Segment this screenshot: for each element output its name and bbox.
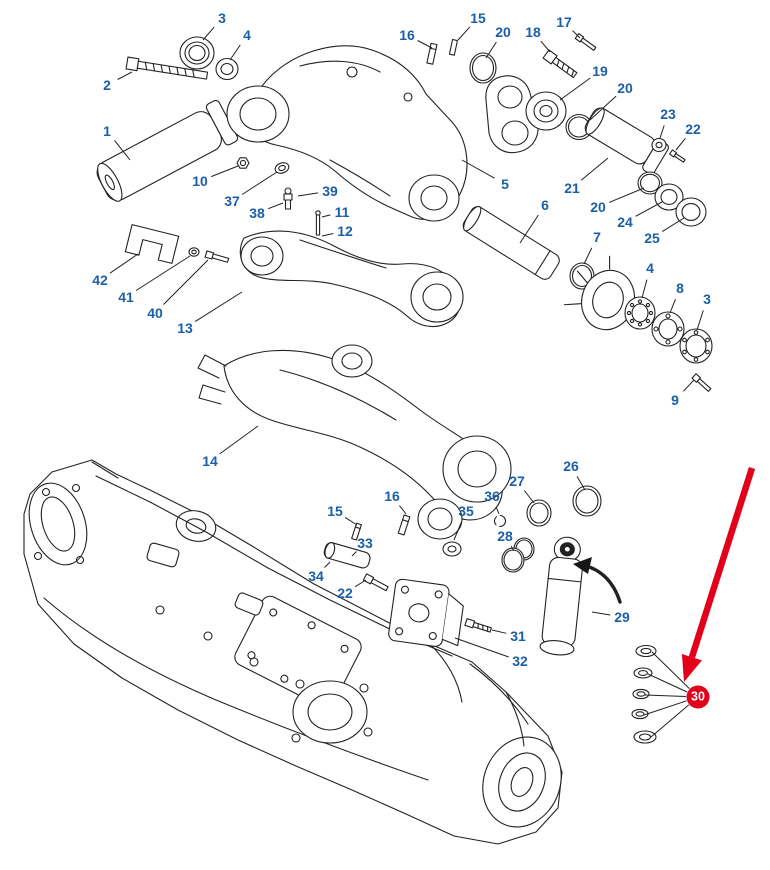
part-callout-38[interactable]: 38 xyxy=(249,205,265,221)
part-22-screw-drawing xyxy=(669,149,686,163)
part-15-roll-pin-lower-drawing xyxy=(351,522,362,541)
part-14-arm-drawing xyxy=(197,344,512,540)
part-27-ring-drawing xyxy=(526,499,552,527)
part-callout-26[interactable]: 26 xyxy=(563,458,579,474)
part-callout-21[interactable]: 21 xyxy=(564,180,580,196)
part-callout-32[interactable]: 32 xyxy=(512,653,528,669)
part-callout-24[interactable]: 24 xyxy=(617,214,633,230)
part-18-bolt-drawing xyxy=(542,49,578,79)
part-callout-25[interactable]: 25 xyxy=(644,230,660,246)
part-23-washer-drawing xyxy=(651,137,667,153)
part-19-bearing-drawing xyxy=(525,91,567,131)
part-2-bolt-drawing xyxy=(125,56,209,80)
part-callout-11[interactable]: 11 xyxy=(334,204,350,220)
part-callout-16[interactable]: 16 xyxy=(399,27,415,43)
part-37-plug-drawing xyxy=(274,162,290,174)
part-callout-27[interactable]: 27 xyxy=(509,473,525,489)
part-16-roll-pin-lower-drawing xyxy=(397,514,411,536)
part-callout-13[interactable]: 13 xyxy=(177,320,193,336)
part-10-nut-drawing xyxy=(236,157,250,169)
part-callout-33[interactable]: 33 xyxy=(357,535,373,551)
part-callout-4[interactable]: 4 xyxy=(243,27,251,43)
part-callout-20[interactable]: 20 xyxy=(495,24,511,40)
part-13-arm-drawing xyxy=(239,230,464,328)
part-callout-7[interactable]: 7 xyxy=(593,229,601,245)
part-callout-5[interactable]: 5 xyxy=(501,176,509,192)
part-callout-9[interactable]: 9 xyxy=(671,392,679,408)
part-36-clip-drawing xyxy=(493,514,507,528)
part-16-roll-pin-drawing xyxy=(426,42,438,65)
part-callout-15[interactable]: 15 xyxy=(470,10,486,26)
part-3-seal-drawing xyxy=(179,36,215,70)
part-15-roll-pin-drawing xyxy=(448,38,458,56)
part-callout-6[interactable]: 6 xyxy=(541,197,549,213)
part-callout-2[interactable]: 2 xyxy=(103,77,111,93)
part-callout-15[interactable]: 15 xyxy=(327,503,343,519)
part-callout-16[interactable]: 16 xyxy=(384,488,400,504)
highlighted-part-callout-30[interactable]: 30 xyxy=(686,685,710,709)
part-callout-17[interactable]: 17 xyxy=(556,14,572,30)
part-29-cylinder-drawing xyxy=(539,536,583,656)
part-callout-20[interactable]: 20 xyxy=(617,80,633,96)
part-callout-36[interactable]: 36 xyxy=(484,488,500,504)
part-3-cover-drawing xyxy=(679,328,713,364)
part-33-34-pin-drawing xyxy=(323,542,371,569)
part-4-bearing-drawing xyxy=(624,296,656,330)
part-callout-28[interactable]: 28 xyxy=(497,528,513,544)
part-callout-35[interactable]: 35 xyxy=(458,503,474,519)
part-callout-29[interactable]: 29 xyxy=(614,609,630,625)
part-callout-3[interactable]: 3 xyxy=(218,10,226,26)
part-callout-34[interactable]: 34 xyxy=(308,568,324,584)
part-callout-10[interactable]: 10 xyxy=(192,173,208,189)
part-callout-8[interactable]: 8 xyxy=(676,280,684,296)
part-callout-22[interactable]: 22 xyxy=(337,585,353,601)
link-bracket-drawing xyxy=(485,75,539,154)
part-callout-14[interactable]: 14 xyxy=(202,453,218,469)
part-callout-1[interactable]: 1 xyxy=(103,123,111,139)
part-42-bracket-drawing xyxy=(124,224,180,264)
part-4-ring-drawing xyxy=(215,57,239,81)
part-callout-31[interactable]: 31 xyxy=(510,628,526,644)
rotation-arrow xyxy=(573,557,622,604)
part-callout-20[interactable]: 20 xyxy=(590,199,606,215)
part-40-bolt-drawing xyxy=(204,250,230,263)
part-callout-3[interactable]: 3 xyxy=(703,291,711,307)
part-11-12-pin-drawing xyxy=(315,210,321,236)
part-38-39-grease-fitting-drawing xyxy=(283,187,293,210)
part-8-retainer-drawing xyxy=(651,311,685,347)
part-20-oring-drawing xyxy=(469,52,497,84)
part-callout-4[interactable]: 4 xyxy=(646,260,654,276)
part-1-pivot-pin-drawing xyxy=(96,99,239,202)
part-callout-12[interactable]: 12 xyxy=(337,223,353,239)
part-26-ring-drawing xyxy=(572,485,602,517)
part-35-washer-drawing xyxy=(442,541,462,557)
part-41-washer-drawing xyxy=(188,247,200,257)
part-callout-23[interactable]: 23 xyxy=(660,106,676,122)
part-callout-41[interactable]: 41 xyxy=(118,289,134,305)
part-6-pin-drawing xyxy=(462,205,560,280)
part-callout-19[interactable]: 19 xyxy=(592,63,608,79)
part-callout-40[interactable]: 40 xyxy=(147,305,163,321)
part-32-bracket-drawing xyxy=(388,578,464,647)
part-callout-39[interactable]: 39 xyxy=(322,183,338,199)
part-callout-37[interactable]: 37 xyxy=(224,193,240,209)
part-callout-18[interactable]: 18 xyxy=(525,24,541,40)
part-5-support-housing-drawing xyxy=(226,45,468,222)
part-callout-22[interactable]: 22 xyxy=(685,121,701,137)
part-31-bolt-drawing xyxy=(464,618,492,633)
part-callout-42[interactable]: 42 xyxy=(92,272,108,288)
